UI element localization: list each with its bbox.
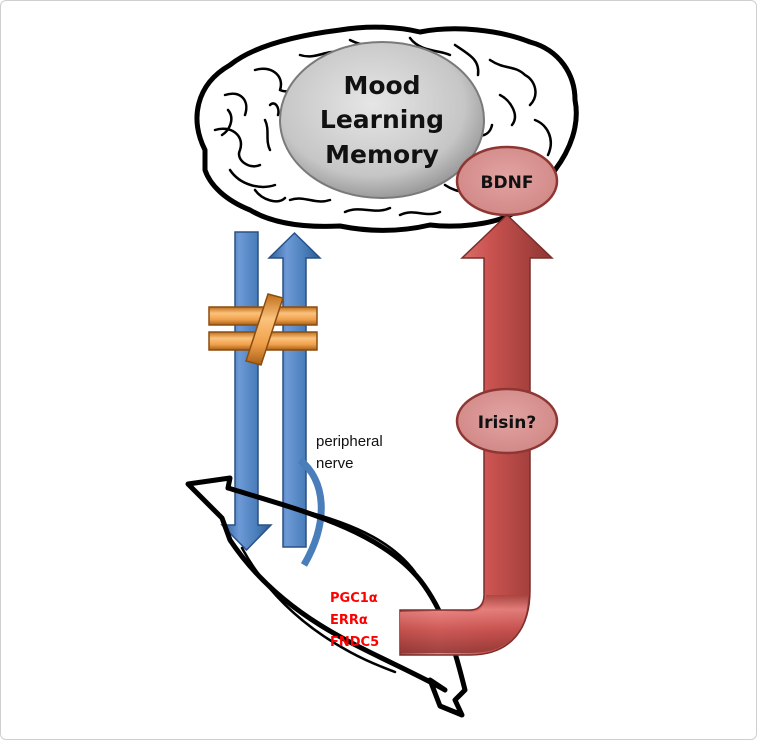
peripheral-nerve-arc bbox=[297, 457, 325, 567]
bdnf-label: BDNF bbox=[481, 173, 534, 193]
red-irisin-arrow bbox=[399, 213, 554, 656]
blue-down-arrow bbox=[220, 231, 273, 552]
ellipse-line-memory: Memory bbox=[325, 140, 439, 169]
nerve-label-line2: nerve bbox=[316, 455, 354, 472]
bdnf-ellipse: BDNF bbox=[455, 145, 559, 217]
irisin-label: Irisin? bbox=[478, 413, 536, 433]
nerve-label-line1: peripheral bbox=[316, 433, 383, 450]
gene-label-pgc1a: PGC1α bbox=[330, 591, 378, 606]
not-equal-icon bbox=[208, 293, 318, 366]
ellipse-line-learning: Learning bbox=[320, 105, 444, 134]
ellipse-line-mood: Mood bbox=[343, 71, 420, 100]
muscle-fiber-icon bbox=[185, 475, 468, 718]
gene-label-erra: ERRα bbox=[330, 613, 368, 628]
gene-label-fndc5: FNDC5 bbox=[330, 635, 379, 650]
diagram: Mood Learning Memory BDNF peripheral ner… bbox=[185, 24, 579, 718]
irisin-ellipse: Irisin? bbox=[455, 387, 559, 455]
mood-learning-memory-ellipse: Mood Learning Memory bbox=[279, 41, 485, 199]
blue-up-arrow bbox=[267, 231, 322, 548]
